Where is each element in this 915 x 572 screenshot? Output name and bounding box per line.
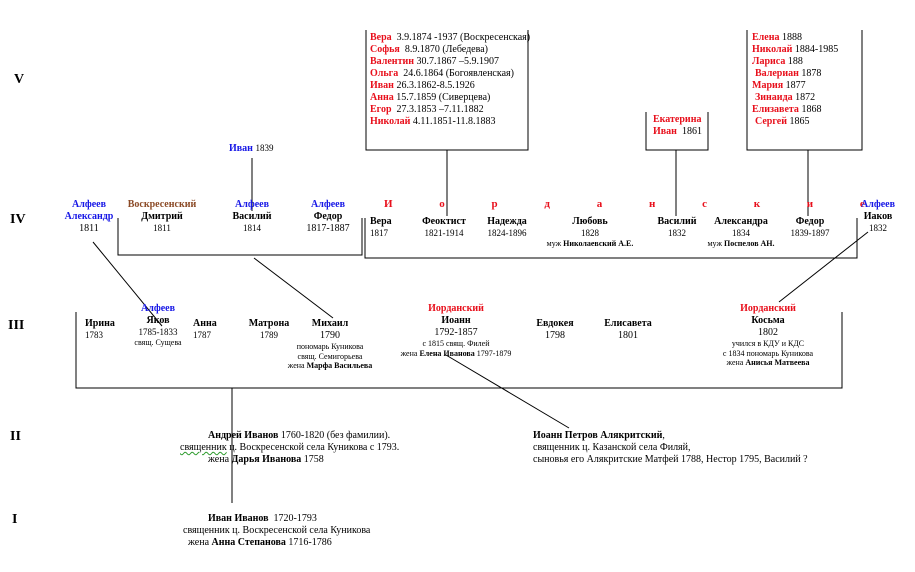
person-anna-1787: Анна 1787 (193, 318, 217, 340)
person-irina: Ирина 1783 (85, 318, 115, 340)
person-vasiliy-1832: Василий 1832 (657, 216, 697, 238)
generation-label-1: I (12, 512, 18, 527)
generation-label-3: III (8, 318, 25, 333)
person-aleksandra: Александра 1834 муж Поспелов АН. (696, 216, 786, 248)
connector-aleksandr-yakov (92, 241, 163, 327)
gen5-group1: Вера 3.9.1874 -1937 (Воскресенская) Софь… (370, 32, 530, 128)
person-entry: Софья 8.9.1870 (Лебедева) (370, 44, 488, 55)
person-entry: Иван 26.3.1862-8.5.1926 (370, 80, 475, 91)
person-alfeev-fedor: Алфеев Федор 1817-1887 (306, 199, 350, 234)
bracket-gen5-group2 (645, 112, 709, 151)
spouse-line: жена Марфа Васильева (287, 361, 373, 371)
person-iordanskiy-kosma: Иорданский Косьма 1802 учился в КДУ и КД… (712, 303, 824, 368)
person-lyubov: Любовь 1828 муж Николаевский А.Е. (535, 216, 645, 248)
person-nadezhda: Надежда 1824-1896 (487, 216, 527, 238)
person-matrona: Матрона 1789 (248, 318, 290, 340)
generation-label-5: V (14, 72, 25, 87)
person-iordanskiy-ioann: Иорданский Иоанн 1792-1857 с 1815 свящ. … (396, 303, 516, 358)
spouse-line: жена Елена Иванова 1797-1879 (400, 348, 512, 358)
person-entry: Анна 15.7.1859 (Сиверцева) (370, 92, 491, 103)
spouse-line: жена Анисья Матвеева (726, 358, 810, 368)
generation-label-4: IV (10, 212, 26, 227)
person-ivan-1839: Иван 1839 (229, 143, 274, 154)
bracket-gen5-group3 (746, 30, 863, 151)
bracket-gen4-right (364, 218, 858, 259)
person-entry: Елизавета 1868 (752, 104, 822, 115)
person-entry: Валериан 1878 (755, 68, 822, 79)
person-entry: Валентин 30.7.1867 –5.9.1907 (370, 56, 500, 67)
person-elisaveta: Елисавета 1801 (604, 318, 652, 341)
person-entry: Сергей 1865 (755, 116, 810, 127)
person-evdokeya: Евдокея 1798 (536, 318, 574, 341)
person-fedor-1839: Федор 1839-1897 (790, 216, 830, 238)
iordanskie-family-label: И о р д а н с к и е (384, 198, 865, 210)
person-entry: Иван 1861 (653, 126, 702, 137)
spouse-line: муж Николаевский А.Е. (546, 238, 634, 248)
gen5-group2: Екатерина Иван 1861 (653, 114, 702, 138)
spouse-line: жена Дарья Иванова 1758 (208, 454, 324, 465)
person-entry: Екатерина (653, 114, 702, 125)
spouse-line: муж Поспелов АН. (707, 238, 775, 248)
person-mikhail: Михаил 1790 пономарь Куникова свящ. Семи… (280, 318, 380, 371)
person-andrey-ivanov: Андрей Иванов 1760-1820 (без фамилии). с… (180, 430, 400, 465)
person-entry: Зинаида 1872 (755, 92, 816, 103)
person-dmitriy: Воскресенский Дмитрий 1811 (127, 199, 197, 233)
bracket-gen4-left (117, 218, 363, 256)
person-entry: Ольга 24.6.1864 (Богоявленская) (370, 68, 514, 79)
connector-ioann-alyakritskiy (445, 354, 570, 429)
person-entry: Вера 3.9.1874 -1937 (Воскресенская) (370, 32, 531, 43)
person-entry: Мария 1877 (752, 80, 806, 91)
person-alfeev-aleksandr: Алфеев Александр 1811 (64, 199, 114, 234)
connector-left-mikhail (253, 257, 334, 319)
person-alfeev-vasiliy: Алфеев Василий 1814 (232, 199, 272, 233)
person-entry: Лариса 188 (752, 56, 803, 67)
person-vera-1817: Вера 1817 (370, 216, 392, 238)
person-entry: Елена 1888 (752, 32, 802, 43)
person-ivan-ivanov: Иван Иванов 1720-1793 священник ц. Воскр… (183, 513, 371, 548)
spouse-line: жена Анна Степанова 1716-1786 (188, 537, 332, 548)
person-ioann-alyakritskiy: Иоанн Петров Алякритский, священник ц. К… (533, 430, 808, 465)
person-entry: Николай 1884-1985 (752, 44, 839, 55)
person-feoktist: Феоктист 1821-1914 (422, 216, 466, 238)
person-alfeev-iakov: Алфеев Иаков 1832 (860, 199, 896, 233)
gen5-group3: Елена 1888 Николай 1884-1985 Лариса 188 … (752, 32, 838, 128)
generation-label-2: II (10, 429, 21, 444)
connector-iakov-kosma (778, 231, 869, 303)
person-alfeev-yakov: Алфеев Яков 1785-1833 свящ. Сущева (134, 303, 182, 347)
person-entry: Николай 4.11.1851-11.8.1883 (370, 116, 496, 127)
bracket-gen3 (75, 312, 843, 389)
person-entry: Егор 27.3.1853 –7.11.1882 (370, 104, 484, 115)
